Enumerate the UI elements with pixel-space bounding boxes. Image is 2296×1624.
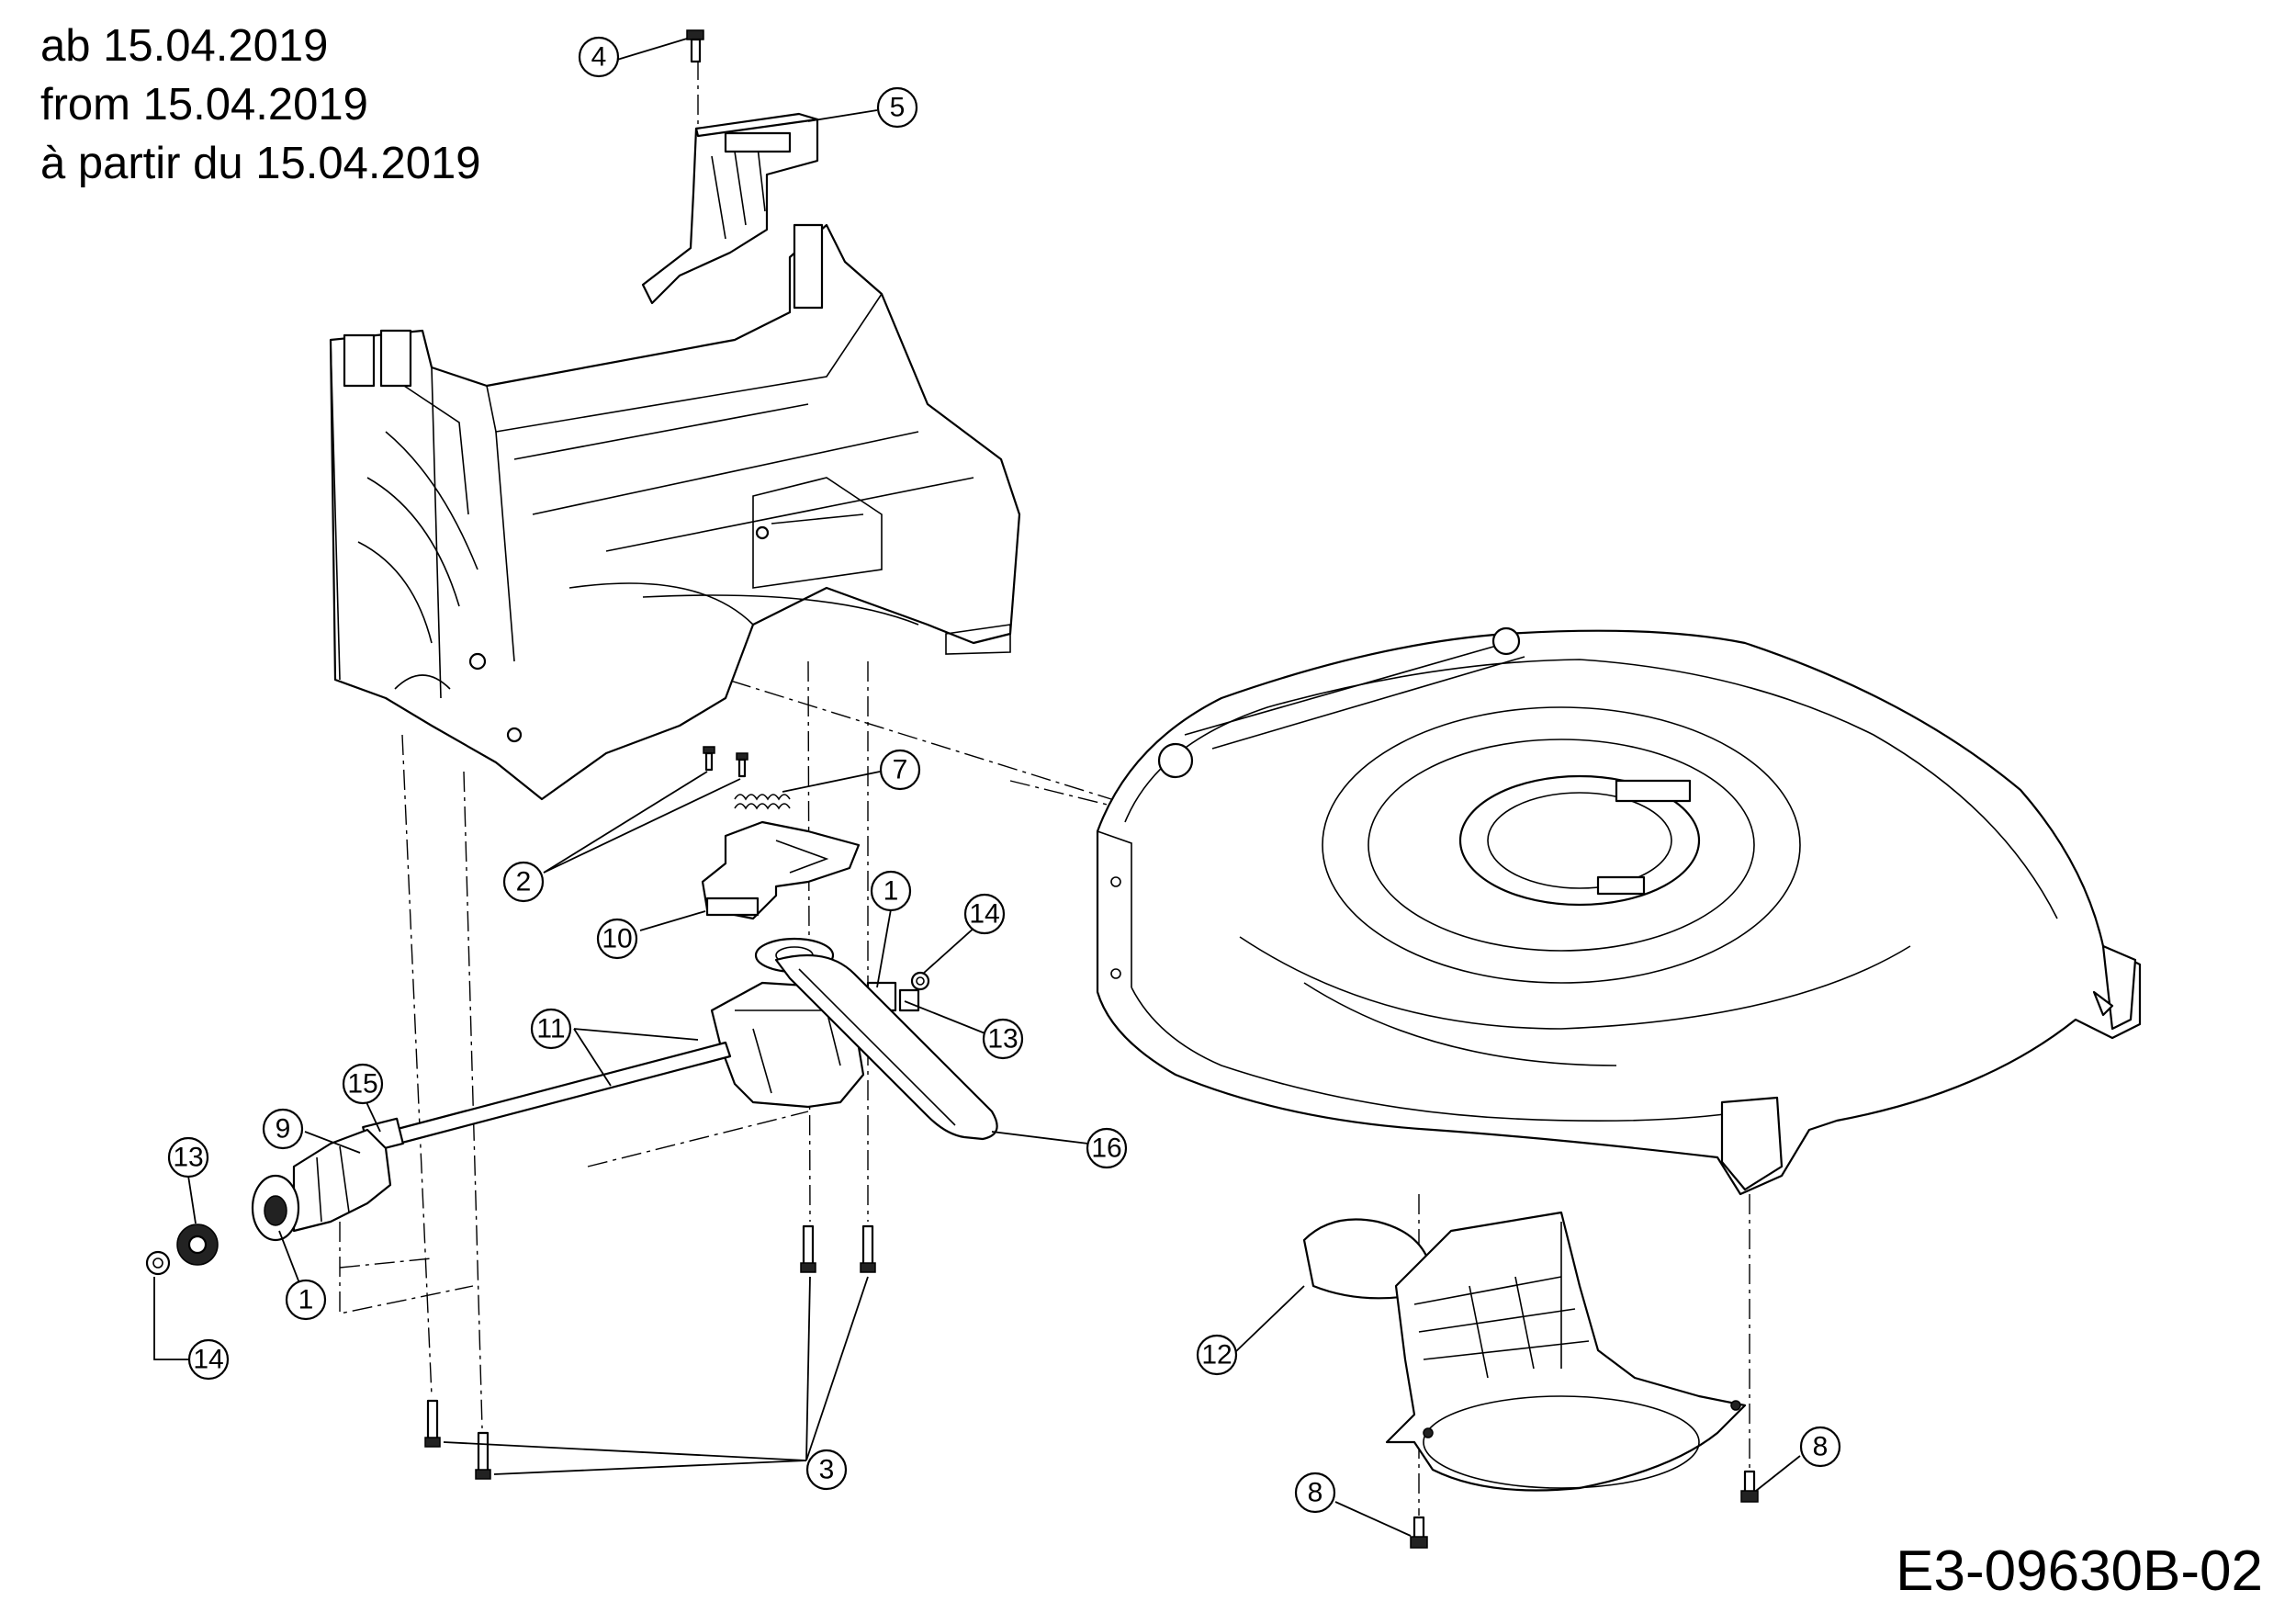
leader-lines	[153, 38, 1801, 1537]
date-header-line-fr: à partir du 15.04.2019	[40, 139, 481, 188]
callout-bubble-16: 16	[1086, 1127, 1128, 1169]
callout-bubble-2: 2	[502, 861, 545, 903]
callout-bubble-14-left: 14	[187, 1338, 230, 1381]
svg-text:4: 4	[591, 42, 607, 73]
bolts-part-8	[1410, 1470, 1759, 1549]
callout-bubble-1-gearbox: 1	[870, 870, 912, 912]
svg-text:12: 12	[1201, 1340, 1232, 1370]
callout-bubble-14-right: 14	[963, 893, 1006, 935]
nut-part-14-right	[910, 971, 930, 991]
svg-text:13: 13	[173, 1143, 203, 1173]
svg-text:8: 8	[1813, 1432, 1829, 1462]
pinion-gear-part-13-left	[176, 1224, 219, 1266]
svg-text:5: 5	[890, 93, 906, 123]
svg-text:2: 2	[516, 867, 532, 897]
svg-text:15: 15	[347, 1069, 377, 1100]
cap-part-14-left	[145, 1250, 171, 1276]
bracket-part-10	[701, 820, 861, 920]
svg-text:16: 16	[1091, 1133, 1121, 1164]
svg-text:1: 1	[298, 1285, 314, 1315]
callout-bubble-3: 3	[805, 1449, 848, 1491]
v-belt-part-16	[774, 953, 998, 1141]
svg-text:1: 1	[884, 876, 899, 907]
drawing-number: E3-09630B-02	[1896, 1539, 2263, 1603]
bolts-part-3	[424, 1224, 876, 1480]
callout-bubble-10: 10	[596, 918, 638, 960]
callout-bubble-7: 7	[879, 749, 921, 791]
callout-bubble-4: 4	[578, 36, 620, 78]
drive-housing-part-9	[251, 1128, 392, 1242]
mower-deck	[1096, 626, 2142, 1196]
screw-part-2	[703, 746, 748, 778]
bolt-part-4	[686, 29, 704, 63]
callout-bubble-1-hub: 1	[285, 1279, 327, 1321]
callout-bubble-8-right: 8	[1799, 1426, 1841, 1468]
svg-text:14: 14	[193, 1345, 223, 1375]
svg-text:9: 9	[276, 1114, 291, 1145]
svg-text:10: 10	[602, 924, 632, 954]
spring-part-7	[734, 794, 791, 810]
svg-text:11: 11	[536, 1014, 565, 1044]
svg-text:3: 3	[819, 1455, 835, 1485]
axle-part-11	[375, 1041, 732, 1150]
svg-text:7: 7	[893, 755, 908, 785]
callout-bubble-8-left: 8	[1294, 1472, 1336, 1514]
callout-bubble-11: 11	[530, 1008, 572, 1050]
svg-text:13: 13	[987, 1024, 1018, 1054]
date-header-line-de: ab 15.04.2019	[40, 21, 329, 71]
callout-bubble-13-right: 13	[982, 1018, 1024, 1060]
date-header-line-en: from 15.04.2019	[40, 80, 368, 130]
callout-bubble-12: 12	[1196, 1334, 1238, 1376]
callout-bubble-5: 5	[876, 86, 918, 129]
svg-text:8: 8	[1308, 1478, 1323, 1508]
svg-text:14: 14	[969, 899, 999, 930]
rear-housing-frame	[329, 223, 1021, 801]
callout-bubble-15: 15	[342, 1063, 384, 1105]
callout-bubble-9: 9	[262, 1108, 304, 1150]
grass-deflector-part-12	[1302, 1211, 1747, 1492]
callouts: 1 1 2 3 4 5 7 8	[167, 36, 1841, 1514]
callout-bubble-13-left: 13	[167, 1136, 209, 1179]
cable-guide-part-5	[641, 112, 819, 305]
